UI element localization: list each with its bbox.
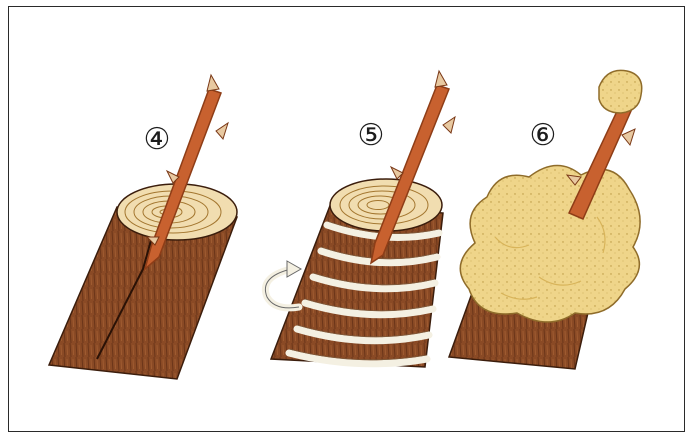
step-4-illustration: ④ <box>49 75 237 379</box>
step-5-label: ⑤ <box>358 118 385 153</box>
step-4-label: ④ <box>144 122 171 157</box>
step-6-illustration: ⑥ <box>449 70 642 369</box>
figure-frame: ④ <box>8 6 685 432</box>
grafting-illustration: ④ <box>9 7 683 430</box>
grafting-wax-blob <box>460 165 640 322</box>
step-5-illustration: ⑤ <box>265 71 455 367</box>
step-6-label: ⑥ <box>530 118 557 153</box>
wax-cap <box>599 70 642 113</box>
